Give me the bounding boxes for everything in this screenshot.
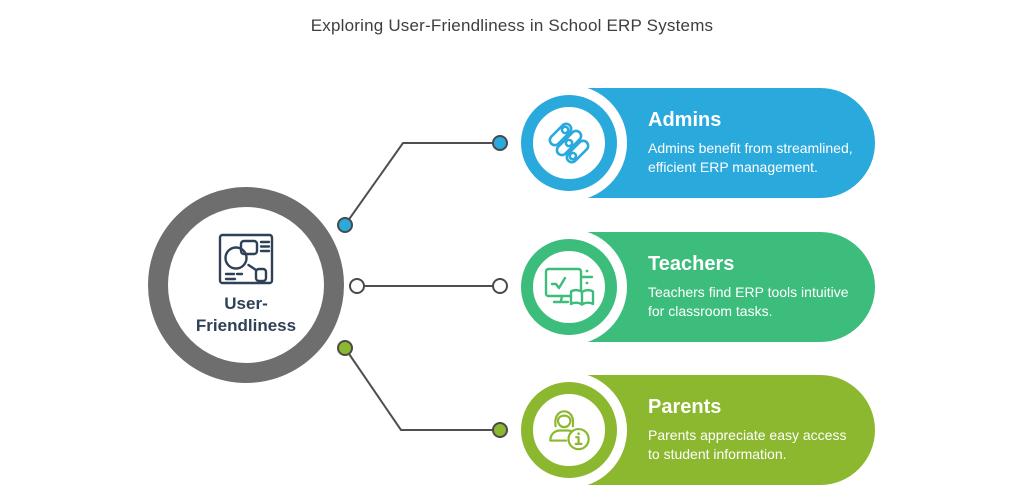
card-parents-badge-ring [521, 382, 617, 478]
card-description-parents: Parents appreciate easy access to studen… [648, 426, 847, 462]
connector-line-admins [344, 142, 500, 226]
connector-dot-teachers-end [492, 278, 508, 294]
card-parents-badge [511, 372, 627, 488]
card-parents: Parents Parents appreciate easy access t… [511, 372, 875, 488]
card-teachers: Teachers Teachers find ERP tools intuiti… [511, 229, 875, 345]
card-teachers-badge [511, 229, 627, 345]
card-admins: Admins Admins benefit from streamlined, … [511, 85, 875, 201]
connector-dot-admins-end [492, 135, 508, 151]
sliders-icon [545, 119, 593, 167]
connector-line-parents [344, 347, 500, 431]
wireframe-document-icon [218, 233, 274, 285]
card-description-teachers: Teachers find ERP tools intuitive for cl… [648, 283, 849, 319]
card-admins-badge-ring [521, 95, 617, 191]
card-description-admins: Admins benefit from streamlined, efficie… [648, 139, 853, 175]
center-label: User-Friendliness [195, 293, 297, 335]
card-title-admins: Admins [648, 108, 722, 131]
card-title-parents: Parents [648, 395, 722, 418]
card-admins-badge [511, 85, 627, 201]
connector-dot-admins-start [337, 217, 353, 233]
connector-dot-parents-start [337, 340, 353, 356]
connector-dot-parents-end [492, 422, 508, 438]
center-node: User-Friendliness [148, 187, 344, 383]
page-title: Exploring User-Friendliness in School ER… [310, 16, 714, 35]
card-title-teachers: Teachers [648, 252, 735, 275]
connector-dot-teachers-start [349, 278, 365, 294]
person-info-icon [544, 407, 594, 453]
card-teachers-badge-ring [521, 239, 617, 335]
monitor-checkmark-book-icon [543, 263, 595, 311]
